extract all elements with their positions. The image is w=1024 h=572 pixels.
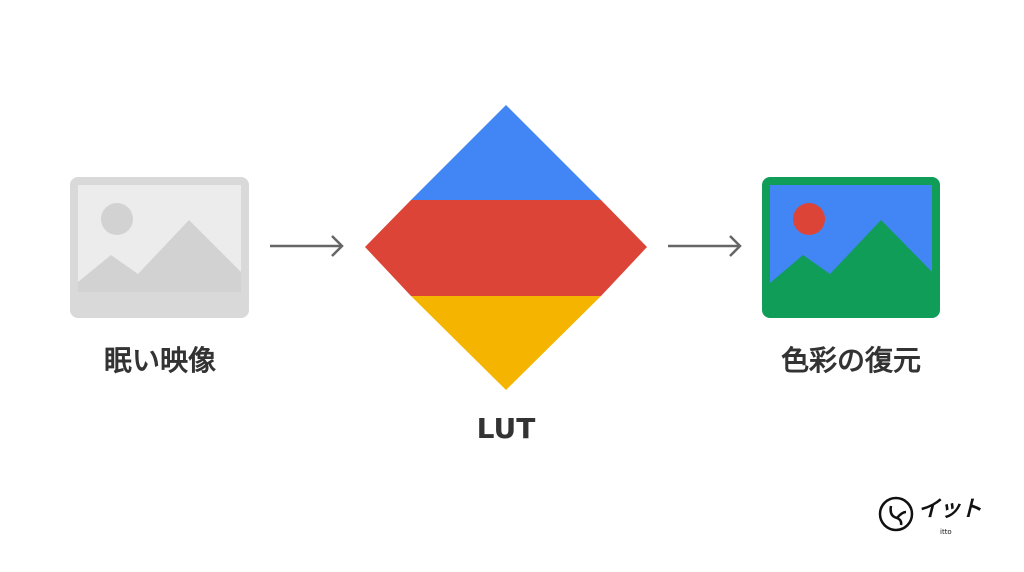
logo-text: イット [918, 497, 982, 522]
logo-subtext: itto [940, 528, 952, 536]
input-label: 眠い映像 [103, 344, 216, 377]
input-image-icon [70, 177, 249, 318]
lut-label: LUT [476, 412, 536, 445]
logo-icon [878, 496, 914, 532]
arrow-right-icon [668, 235, 742, 257]
output-image-icon [762, 177, 940, 318]
output-label: 色彩の復元 [780, 344, 921, 377]
lut-diamond [365, 105, 647, 390]
arrow-right-icon [270, 235, 344, 257]
